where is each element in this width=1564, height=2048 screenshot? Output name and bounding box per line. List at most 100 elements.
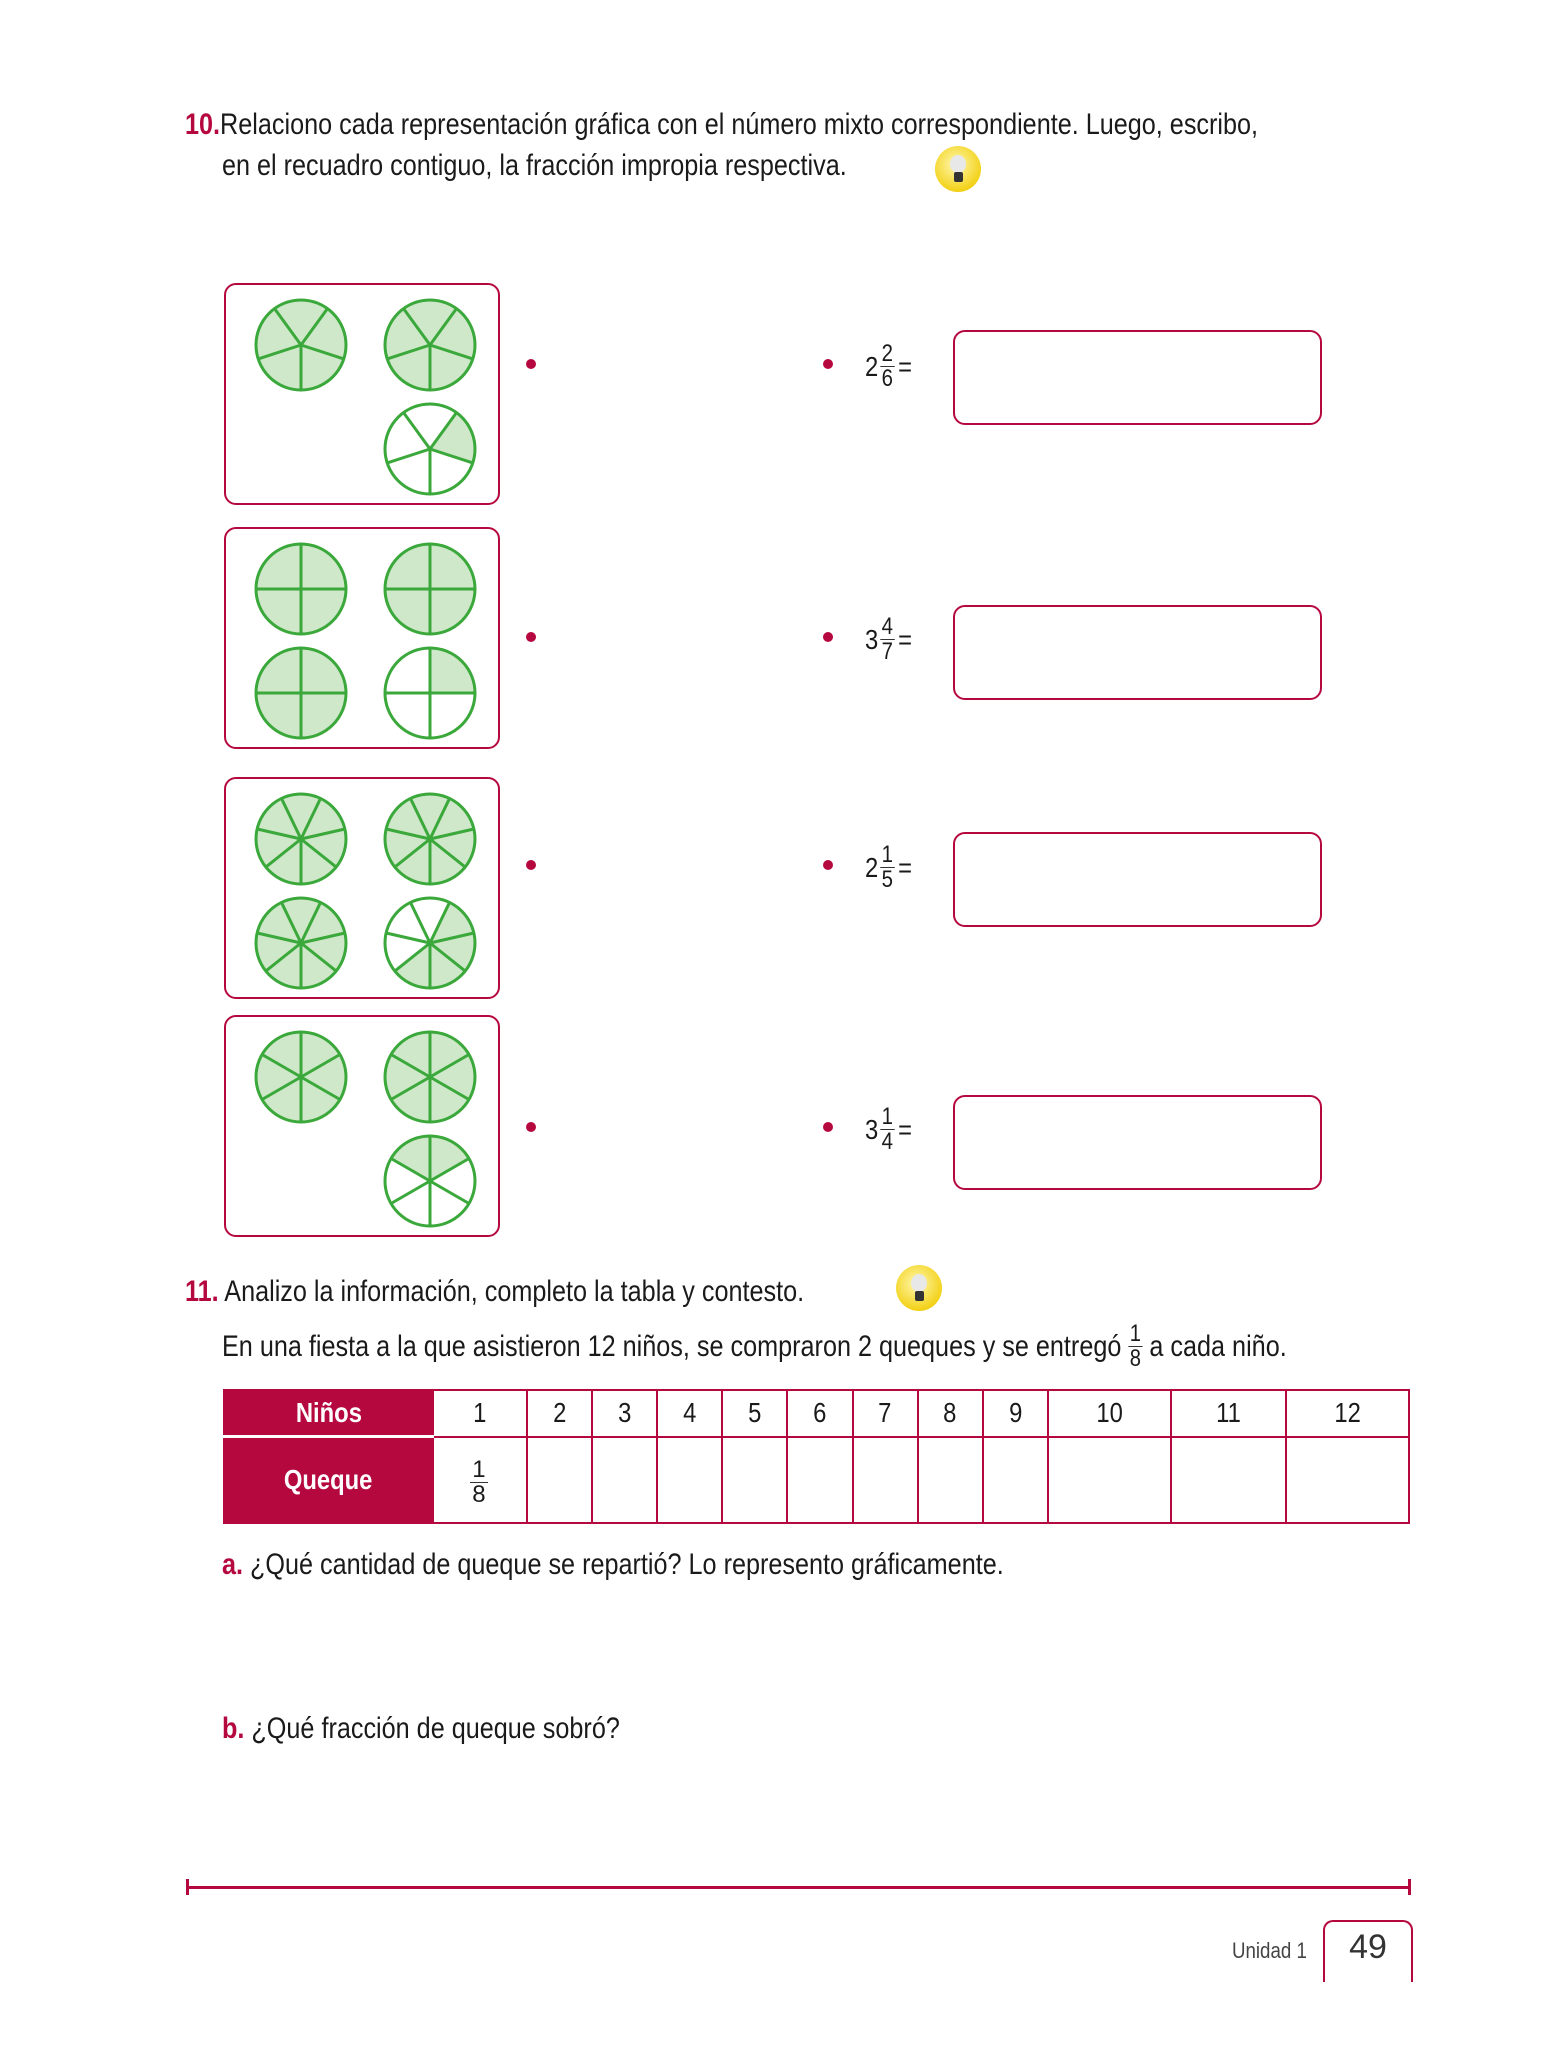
footer-rule-tick <box>1408 1879 1411 1895</box>
match-dot-right[interactable] <box>823 359 833 369</box>
lightbulb-icon <box>896 1265 942 1311</box>
page-number: 49 <box>1349 1928 1387 1966</box>
queque-cell[interactable] <box>1169 1435 1287 1524</box>
match-dot-left[interactable] <box>526 632 536 642</box>
queque-cell[interactable] <box>591 1435 659 1524</box>
question-text: ¿Qué fracción de queque sobró? <box>251 1712 620 1745</box>
improper-fraction-answer-box[interactable] <box>953 832 1322 927</box>
queque-cell[interactable] <box>981 1435 1049 1524</box>
ninos-cell: 8 <box>916 1389 984 1438</box>
column-number: 3 <box>618 1397 632 1429</box>
numerator: 1 <box>879 841 895 868</box>
match-dot-left[interactable] <box>526 1122 536 1132</box>
lightbulb-icon <box>935 146 981 192</box>
column-number: 10 <box>1096 1397 1123 1429</box>
fraction-pie <box>254 646 348 740</box>
denominator: 7 <box>881 638 893 665</box>
column-number: 7 <box>878 1397 892 1429</box>
queque-cell[interactable] <box>1284 1435 1411 1524</box>
statement-text: En una fiesta a la que asistieron 12 niñ… <box>222 1329 1122 1363</box>
fraction-pie <box>383 1030 477 1124</box>
ninos-cell: 11 <box>1169 1389 1287 1438</box>
improper-fraction-answer-box[interactable] <box>953 330 1322 425</box>
fraction-pie <box>254 542 348 636</box>
instruction-text: Relaciono cada representación gráfica co… <box>220 108 1259 141</box>
fraction-pie <box>383 896 477 990</box>
match-dot-right[interactable] <box>823 1122 833 1132</box>
numerator: 1 <box>879 1103 895 1130</box>
queque-cell[interactable] <box>851 1435 919 1524</box>
match-dot-left[interactable] <box>526 860 536 870</box>
queque-cell[interactable] <box>916 1435 984 1524</box>
numerator: 1 <box>1128 1320 1143 1347</box>
whole-part: 2 <box>865 350 879 382</box>
statement-text: a cada niño. <box>1149 1329 1287 1363</box>
queque-cell[interactable] <box>1046 1435 1172 1524</box>
shaded-sector <box>430 648 475 693</box>
whole-part: 3 <box>865 623 879 655</box>
question-label: b. <box>222 1712 245 1745</box>
match-dot-right[interactable] <box>823 860 833 870</box>
ninos-cell: 3 <box>591 1389 659 1438</box>
exercise-number: 11. <box>185 1275 219 1308</box>
denominator: 6 <box>881 365 893 392</box>
fraction-pie <box>383 1134 477 1228</box>
shaded-sector <box>430 933 475 972</box>
question-text: ¿Qué cantidad de queque se repartió? Lo … <box>250 1548 1004 1581</box>
ninos-cell: 9 <box>981 1389 1049 1438</box>
instruction-text: en el recuadro contiguo, la fracción imp… <box>222 149 847 182</box>
pie-picture-box <box>224 1015 500 1237</box>
queque-cell[interactable] <box>721 1435 789 1524</box>
column-number: 8 <box>943 1397 957 1429</box>
numerator: 4 <box>879 613 895 640</box>
ninos-cell: 12 <box>1284 1389 1411 1438</box>
denominator: 4 <box>881 1128 893 1155</box>
column-number: 5 <box>748 1397 762 1429</box>
match-dot-left[interactable] <box>526 359 536 369</box>
page-number-box: 49 <box>1323 1920 1413 1982</box>
footer-rule-tick <box>186 1879 189 1895</box>
improper-fraction-answer-box[interactable] <box>953 605 1322 700</box>
denominator: 5 <box>881 866 893 893</box>
column-number: 11 <box>1216 1397 1241 1429</box>
ninos-cell: 10 <box>1046 1389 1172 1438</box>
queque-cell[interactable] <box>786 1435 854 1524</box>
column-number: 6 <box>813 1397 827 1429</box>
fraction-pie <box>254 792 348 886</box>
question-a: a. ¿Qué cantidad de queque se repartió? … <box>222 1548 1004 1582</box>
exercise-10-line2: en el recuadro contiguo, la fracción imp… <box>222 149 847 183</box>
fraction-pie <box>383 402 477 496</box>
match-dot-right[interactable] <box>823 632 833 642</box>
queque-cell[interactable] <box>656 1435 724 1524</box>
equals-sign: = <box>898 623 913 655</box>
shaded-sector <box>394 943 430 988</box>
exercise-number: 10. <box>185 108 221 141</box>
question-b: b. ¿Qué fracción de queque sobró? <box>222 1712 620 1746</box>
fraction-pie <box>254 896 348 990</box>
queque-cell[interactable] <box>525 1435 594 1524</box>
column-number: 2 <box>552 1397 567 1429</box>
fraction-pie <box>383 646 477 740</box>
shaded-sector <box>430 412 475 463</box>
pie-picture-box <box>224 777 500 999</box>
header-ninos: Niños <box>223 1389 434 1438</box>
fraction-pie <box>383 542 477 636</box>
exercise-11-title: 11. Analizo la información, completo la … <box>185 1275 804 1309</box>
ninos-cell: 2 <box>525 1389 594 1438</box>
improper-fraction-answer-box[interactable] <box>953 1095 1322 1190</box>
denominator: 8 <box>472 1481 486 1509</box>
column-number: 12 <box>1334 1397 1361 1429</box>
header-label: Niños <box>295 1397 362 1428</box>
ninos-cell: 1 <box>432 1389 528 1438</box>
numerator: 2 <box>879 340 895 367</box>
